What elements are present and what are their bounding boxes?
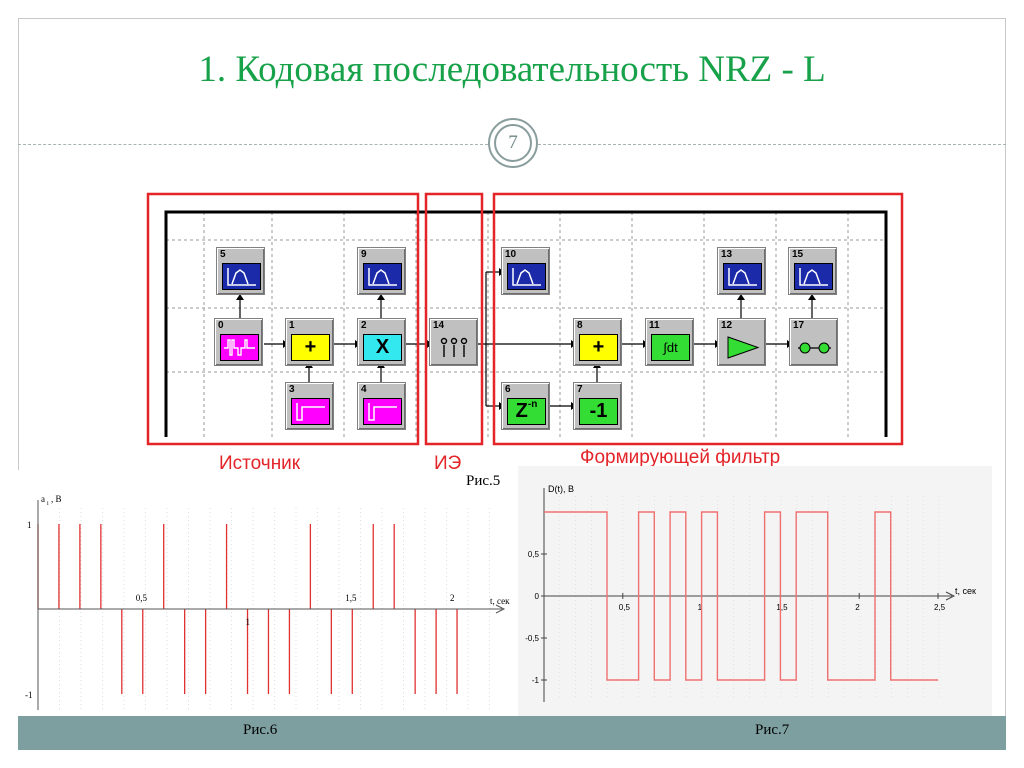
amplifier-icon: [723, 334, 762, 361]
block-number: 4: [361, 384, 367, 395]
fig7-ytick-label: -0,5: [525, 634, 539, 643]
fig7-x-arrow: [945, 591, 956, 601]
step-source-icon: [363, 398, 402, 425]
block-7-gain[interactable]: 7 -1: [573, 382, 622, 430]
block-number: 3: [289, 384, 295, 395]
fig7-background: [518, 466, 992, 716]
block-11-integrator[interactable]: 11 ∫dt: [645, 318, 694, 366]
sampler-icon: [435, 334, 474, 361]
block-number: 12: [721, 320, 733, 331]
fig7-xtick-label: 2,5: [934, 603, 946, 612]
page-number-badge: 7: [488, 118, 538, 168]
block-superscript: -n: [527, 399, 538, 410]
block-3-step-source[interactable]: 3: [285, 382, 334, 430]
block-12-amplifier[interactable]: 12: [717, 318, 766, 366]
fig7-caption: Рис.7: [755, 722, 790, 738]
fig7-xtick-label: 2: [855, 603, 860, 612]
fig7-nrz-plot: D(t), В t, сек 0,5 0 -0,5 -1 0,5 1 1,5 2 2,5: [518, 466, 992, 716]
block-14-sampler[interactable]: 14: [429, 318, 478, 366]
title-rule-right: [538, 144, 1006, 145]
fig7-xlabel: t, сек: [955, 586, 976, 596]
integrator-icon: ∫dt: [651, 334, 690, 361]
block-number: 2: [361, 320, 367, 331]
footer-bar: [18, 716, 1006, 750]
scope-icon: [363, 263, 402, 290]
group-label-filter: Формирующей фильтр: [580, 447, 781, 468]
scope-icon: [723, 263, 762, 290]
fig6-ylabel-unit: , В: [51, 494, 62, 504]
fig6-ytick-label: 1: [27, 520, 32, 530]
block-13-scope[interactable]: 13: [717, 247, 766, 295]
block-8-adder[interactable]: 8 +: [573, 318, 622, 366]
block-number: 17: [793, 320, 805, 331]
title-rule-left: [18, 144, 488, 145]
block-4-step-source[interactable]: 4: [357, 382, 406, 430]
block-number: 1: [289, 320, 295, 331]
block-number: 10: [505, 249, 517, 260]
fig7-xtick-label: 1: [698, 603, 703, 612]
fig6-ylabel-sub: i: [47, 501, 49, 507]
block-diagram: 5 9 10 13 15 0 1 +: [146, 192, 906, 454]
block-6-delay[interactable]: 6 Z-n: [501, 382, 550, 430]
block-1-adder[interactable]: 1 +: [285, 318, 334, 366]
scope-icon: [794, 263, 833, 290]
block-number: 13: [721, 249, 733, 260]
block-17-switch[interactable]: 17: [789, 318, 838, 366]
block-number: 5: [220, 249, 226, 260]
scope-icon: [222, 263, 261, 290]
delay-icon: Z-n: [507, 398, 546, 425]
block-0-source[interactable]: 0: [214, 318, 263, 366]
block-number: 11: [649, 320, 660, 331]
block-number: 9: [361, 249, 367, 260]
fig6-ytick-label: -1: [25, 690, 33, 700]
fig7-ytick-label: 0: [535, 592, 540, 601]
fig6-xtick-label: 1: [246, 617, 251, 627]
block-15-scope[interactable]: 15: [788, 247, 837, 295]
group-label-source: Источник: [219, 453, 301, 474]
block-symbol: ∫dt: [663, 340, 678, 355]
block-number: 14: [433, 320, 445, 331]
group-label-ie: ИЭ: [434, 453, 462, 474]
block-10-scope[interactable]: 10: [501, 247, 550, 295]
fig6-xtick-label: 2: [450, 593, 455, 603]
fig7-xtick-label: 0,5: [619, 603, 631, 612]
block-2-multiplier[interactable]: 2 X: [357, 318, 406, 366]
block-number: 6: [505, 384, 511, 395]
slide-title: 1. Кодовая последовательность NRZ - L: [198, 49, 826, 90]
adder-icon: +: [579, 334, 618, 361]
fig7-series-line: [544, 511, 938, 681]
fig5-caption: Рис.5: [466, 473, 501, 490]
block-9-scope[interactable]: 9: [357, 247, 406, 295]
block-number: 0: [218, 320, 224, 331]
block-symbol: +: [304, 336, 317, 358]
block-symbol: X: [375, 336, 390, 358]
fig7-ylabel: D(t), В: [548, 484, 574, 494]
gain-icon: -1: [579, 398, 618, 425]
block-symbol: Z: [515, 400, 528, 422]
page-number: 7: [494, 124, 532, 162]
fig6-xtick-label: 1,5: [345, 593, 357, 603]
block-symbol: +: [592, 336, 605, 358]
fig6-caption: Рис.6: [243, 722, 278, 738]
switch-icon: [795, 334, 834, 361]
scheme-wires: [146, 192, 904, 446]
block-symbol: -1: [589, 400, 608, 422]
scope-icon: [507, 263, 546, 290]
fig7-ytick-label: 0,5: [528, 550, 540, 559]
adder-icon: +: [291, 334, 330, 361]
fig6-x-arrow: [495, 604, 506, 614]
block-number: 15: [792, 249, 804, 260]
fig6-xtick-label: 0,5: [136, 593, 148, 603]
block-number: 8: [577, 320, 583, 331]
fig6-ylabel: a: [41, 494, 45, 504]
fig7-ytick-label: -1: [532, 676, 540, 685]
step-source-icon: [291, 398, 330, 425]
fig6-xlabel: t, сек: [490, 596, 510, 606]
random-sequence-icon: [220, 334, 259, 361]
block-5-scope[interactable]: 5: [216, 247, 265, 295]
multiplier-icon: X: [363, 334, 402, 361]
fig7-xtick-label: 1,5: [776, 603, 788, 612]
block-number: 7: [577, 384, 583, 395]
